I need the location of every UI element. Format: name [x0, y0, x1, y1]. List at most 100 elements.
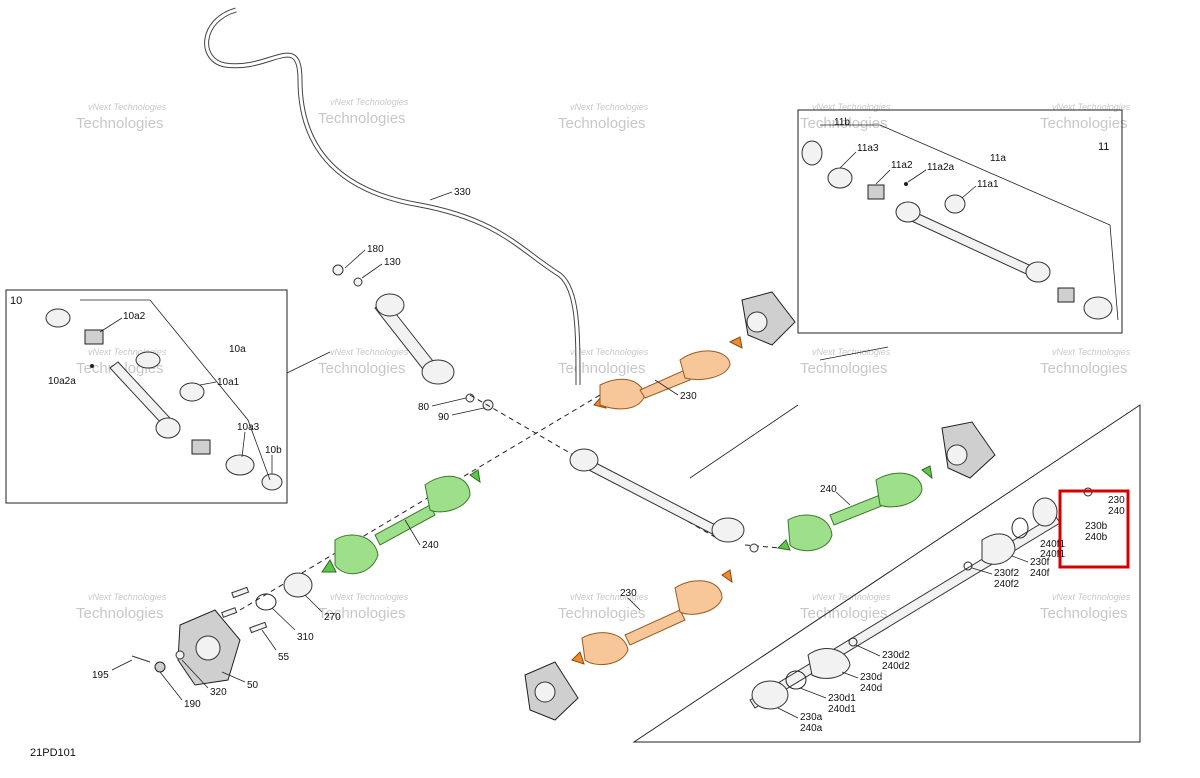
callout-240f1-b: 240f1 — [1040, 549, 1065, 560]
callout-240-left: 240 — [422, 540, 439, 551]
leader-240-right — [835, 491, 851, 506]
cable-330-inner — [205, 8, 580, 386]
watermark-text: Technologies — [76, 115, 164, 132]
front-propeller-shaft — [332, 264, 494, 411]
callout-230-small: 230 — [1108, 495, 1125, 506]
watermark-text: Technologies — [1040, 605, 1128, 622]
watermark-text: Technologies — [1040, 115, 1128, 132]
callout-10a: 10a — [229, 344, 246, 355]
yoke-11a3 — [827, 167, 853, 189]
cv-joint-230b — [1032, 497, 1058, 527]
spline-right — [728, 336, 743, 349]
washer-130 — [353, 277, 363, 287]
watermark-text: vNext Technologies — [88, 102, 167, 112]
leader-310 — [271, 607, 296, 631]
yoke-lower — [421, 359, 455, 385]
watermark-text: Technologies — [76, 605, 164, 622]
callout-10b: 10b — [265, 445, 282, 456]
callout-270: 270 — [324, 612, 341, 623]
hub-center — [195, 635, 221, 661]
cv-joint-230a — [751, 680, 789, 710]
callout-240-small: 240 — [1108, 506, 1125, 517]
watermark-text: Technologies — [800, 605, 888, 622]
leader-230-bottom — [627, 597, 641, 611]
callout-230f: 230f — [1030, 557, 1050, 568]
bolt-mid-hub — [221, 607, 238, 618]
orange2-spline-left — [571, 651, 585, 665]
callout-55: 55 — [278, 652, 290, 663]
shaft-assembly-10 — [45, 308, 283, 491]
callout-240d2: 240d2 — [882, 661, 910, 672]
watermark-text: vNext Technologies — [88, 347, 167, 357]
watermark-text: vNext Technologies — [1052, 102, 1131, 112]
watermark-text: vNext Technologies — [812, 347, 891, 357]
watermark-text: vNext Technologies — [1052, 592, 1131, 602]
sleeve-10b — [261, 473, 283, 491]
callout-130: 130 — [384, 257, 401, 268]
leader-10a-bracket — [80, 299, 271, 481]
callout-10a3: 10a3 — [237, 422, 260, 433]
callout-240f2: 240f2 — [994, 579, 1019, 590]
highlight-box — [1058, 489, 1130, 569]
green-cv-outer — [424, 475, 471, 513]
leader-270 — [304, 594, 323, 613]
leader-230a — [777, 707, 799, 719]
callout-230-top: 230 — [680, 391, 697, 402]
boot-11a1 — [944, 194, 966, 214]
watermark-text: vNext Technologies — [330, 97, 409, 107]
yoke-10a3 — [225, 454, 255, 476]
u-joint-11a2-lower — [1057, 287, 1075, 303]
yoke-mid-upper — [569, 448, 599, 472]
callout-330: 330 — [454, 187, 471, 198]
callout-230b: 230b — [1085, 521, 1108, 532]
watermark-text: Technologies — [558, 605, 646, 622]
cv-boot-outer — [679, 350, 731, 380]
callout-230-bottom: 230 — [620, 588, 637, 599]
watermark-text: Technologies — [1040, 360, 1128, 377]
yoke-11a3-lower — [1083, 296, 1113, 320]
bearing-lower — [534, 681, 556, 703]
bearing-270 — [283, 572, 313, 598]
shaft-assembly-11 — [801, 140, 1113, 320]
hub-knuckle-right — [941, 421, 996, 479]
leader-11a3 — [839, 151, 857, 169]
bearing-upper — [746, 311, 768, 333]
boot-230d — [807, 647, 851, 679]
yoke-10a3-upper — [45, 308, 71, 328]
watermark-text: vNext Technologies — [812, 102, 891, 112]
callout-11a: 11a — [990, 153, 1006, 164]
leader-50 — [221, 671, 246, 683]
leader-230d — [841, 671, 859, 679]
bolt-upper — [231, 586, 250, 599]
shaft-11a — [904, 209, 1041, 279]
watermark-text: vNext Technologies — [330, 347, 409, 357]
bearing-right — [946, 444, 968, 466]
leader-11a1 — [961, 185, 977, 199]
green-axle-bar — [374, 504, 436, 546]
green-cv-inner — [334, 534, 379, 575]
leader-320 — [181, 659, 209, 689]
box-number-10: 10 — [10, 295, 22, 307]
drive-axle-240-right — [776, 465, 933, 552]
callout-10a2: 10a2 — [123, 311, 146, 322]
watermarks: vNext Technologies Technologies vNext Te… — [76, 97, 1131, 622]
callout-240f: 240f — [1030, 568, 1050, 579]
callout-50: 50 — [247, 680, 259, 691]
leader-240-left — [404, 519, 421, 546]
callout-230a: 230a — [800, 712, 823, 723]
green2-cv-inner — [787, 514, 833, 552]
u-joint-10a2-lower — [191, 439, 211, 455]
callout-11b: 11b — [834, 117, 850, 128]
yoke-11a-upper — [895, 201, 921, 223]
watermark-text: Technologies — [318, 605, 406, 622]
cv-boot-inner — [599, 378, 646, 410]
callout-190: 190 — [184, 699, 201, 710]
clamp-230d1 — [785, 670, 807, 690]
boot-230f — [981, 533, 1016, 565]
callout-10a1: 10a1 — [217, 377, 240, 388]
leader-10a3 — [241, 431, 246, 458]
prop-shaft-middle — [584, 459, 726, 539]
leader-box-11 — [819, 346, 889, 361]
box-number-11: 11 — [1098, 141, 1109, 153]
